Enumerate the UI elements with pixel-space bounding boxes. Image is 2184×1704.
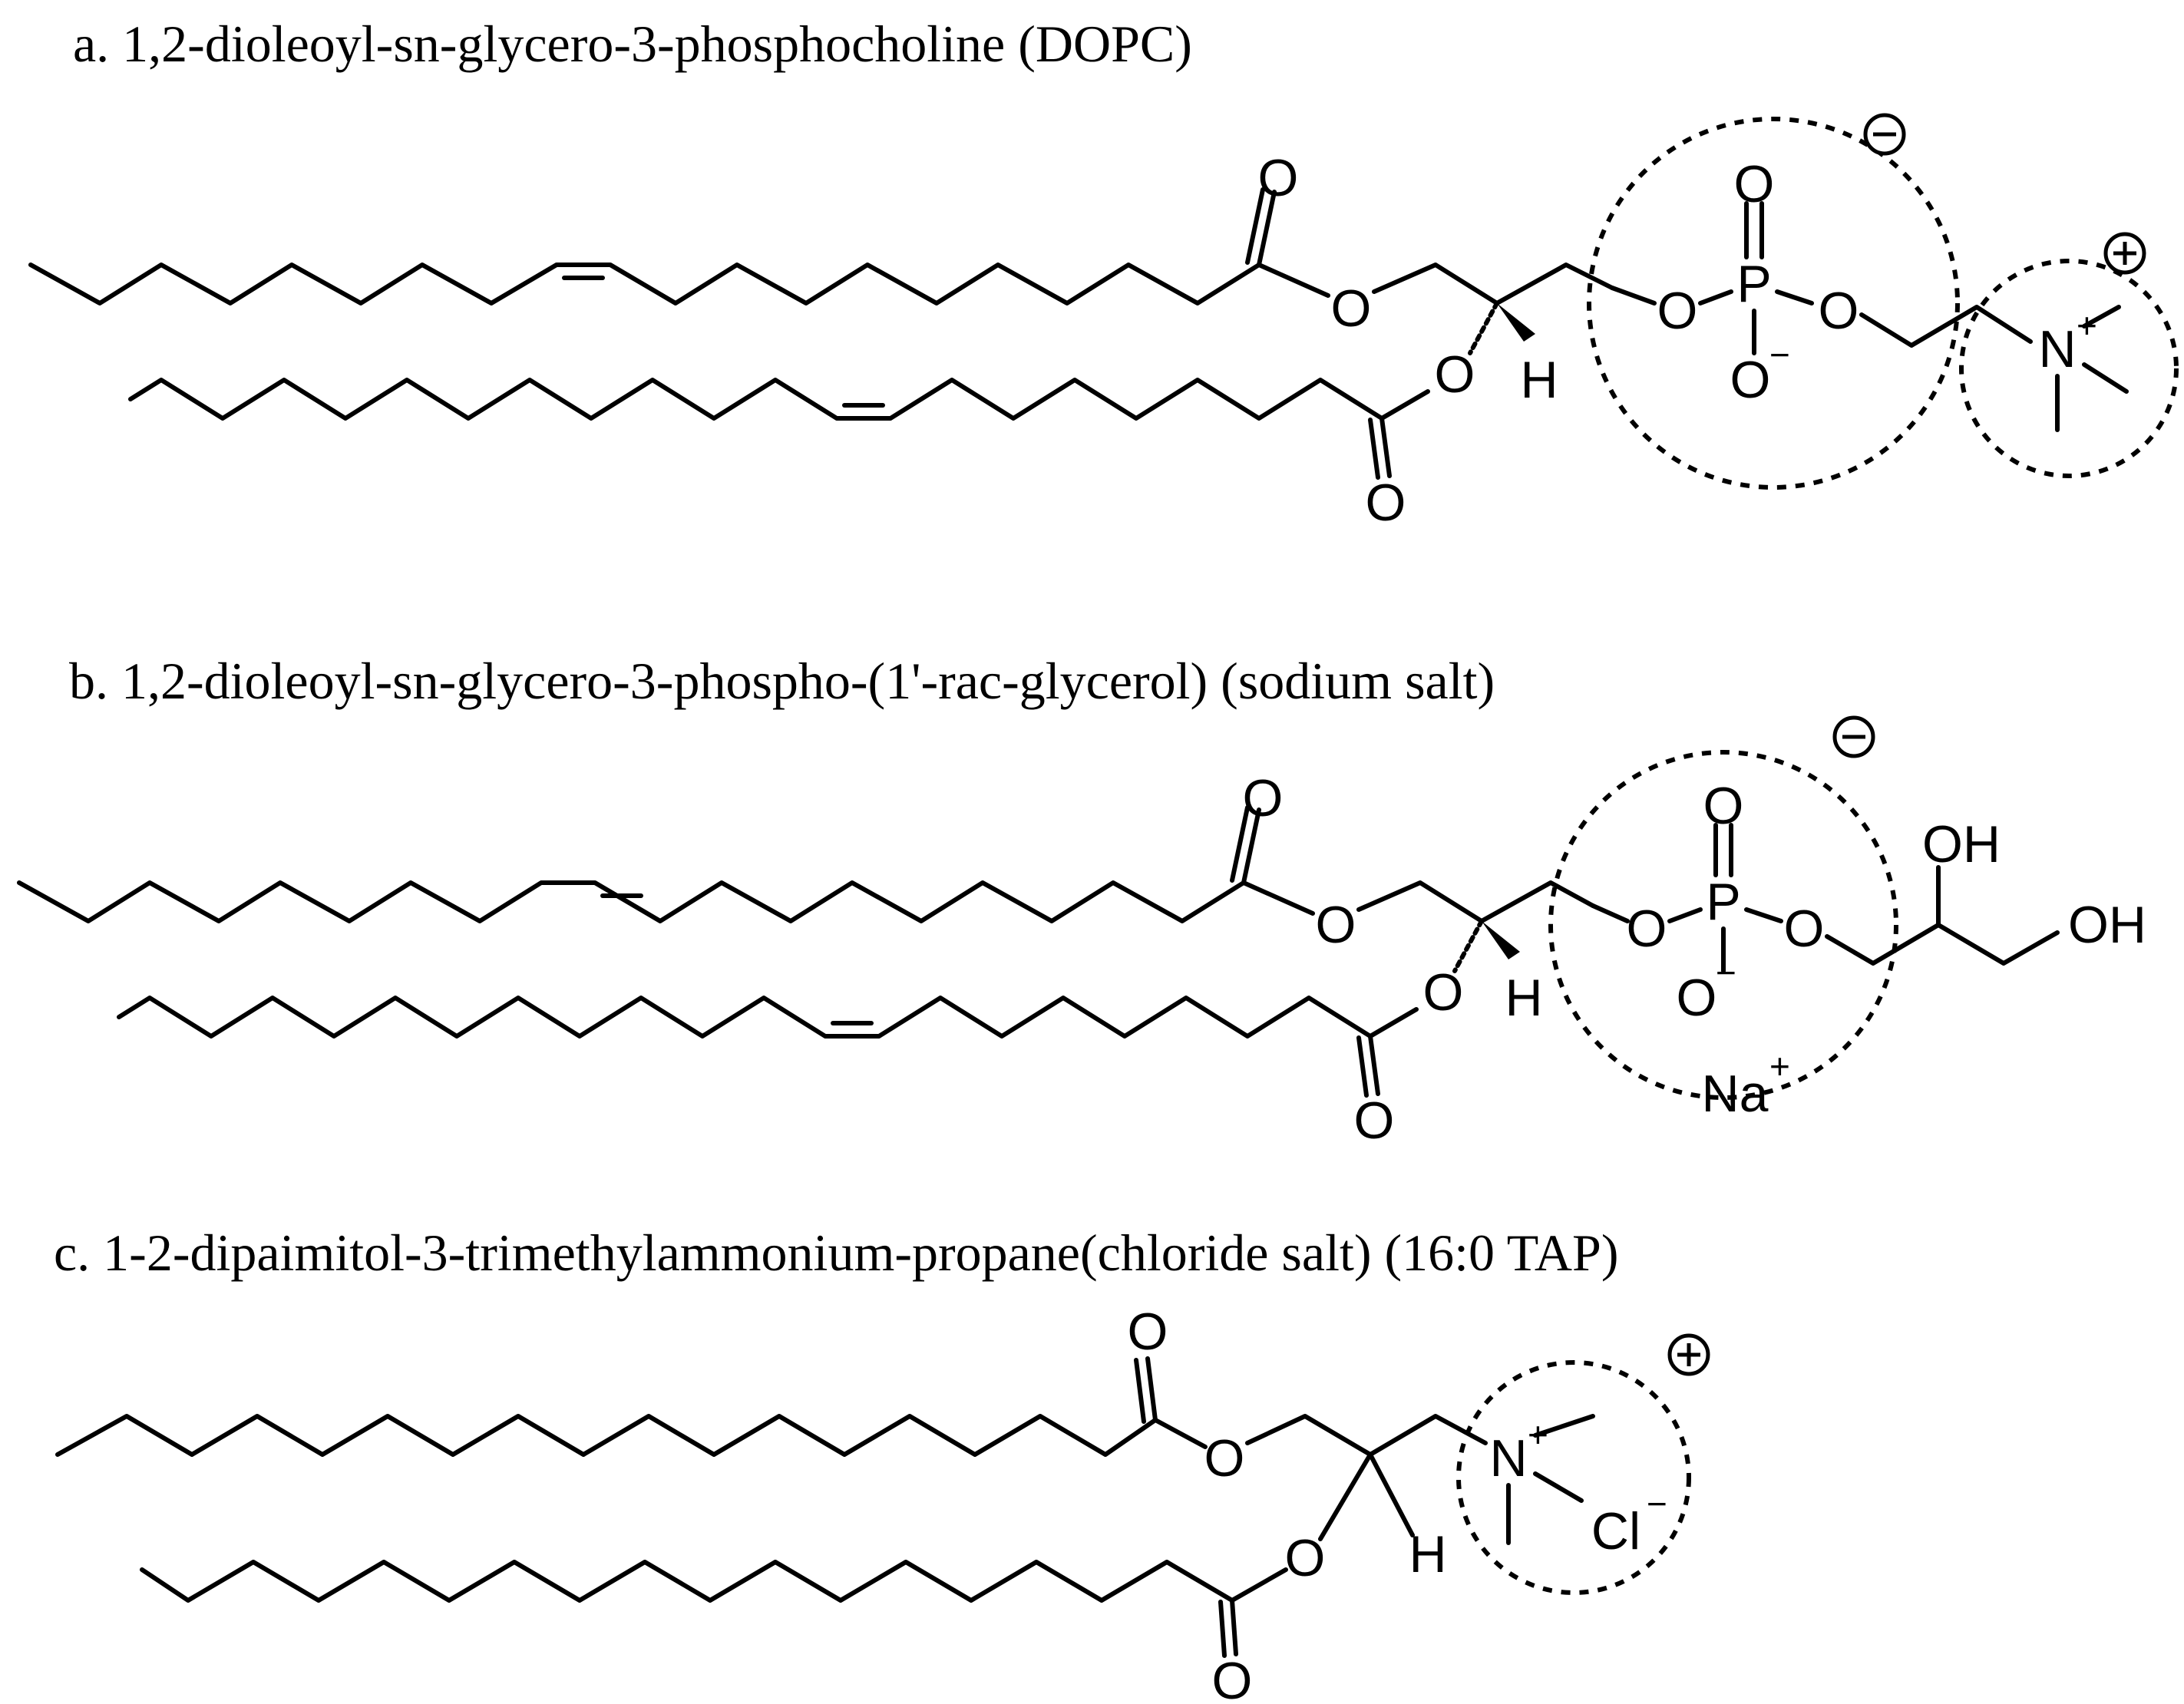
molecule-b-phosphate-o-minus: − (1716, 953, 1736, 992)
molecule-a-chain2 (128, 378, 1430, 421)
molecule-a-nitrogen: N (2038, 320, 2076, 378)
molecule-c-ester2-carbonyl-o: O (1212, 1652, 1253, 1704)
molecule-a-glycerol (1372, 263, 1614, 305)
molecule-b-oh2: OH (2068, 896, 2146, 954)
molecule-a-phosphate-o-minus: − (1769, 335, 1790, 375)
molecule-b-phosphate-o-top: O (1703, 777, 1744, 835)
molecule-a-phosphate-o-right: O (1819, 282, 1859, 340)
molecule-b-sodium: Na (1702, 1065, 1769, 1123)
molecule-a-phosphate-o-left: O (1657, 282, 1698, 340)
molecule-c-glycerol (1245, 1414, 1488, 1457)
molecule-b-phosphate-circle (1548, 750, 1898, 1100)
molecule-a-title: a. 1,2-dioleoyl-sn-glycero-3-phosphochol… (73, 15, 1192, 73)
molecule-a-chain1 (28, 263, 1261, 305)
molecule-b-ester2-o: O (1423, 963, 1464, 1022)
molecule-c-ester1-carbonyl-o: O (1128, 1303, 1168, 1361)
molecule-c-ester2-o: O (1285, 1529, 1326, 1587)
molecule-a-h: H (1520, 351, 1558, 409)
molecule-c-nitrogen: N (1489, 1429, 1527, 1488)
molecule-b-phosphate-o-right: O (1784, 900, 1825, 958)
molecule-b-h: H (1505, 969, 1542, 1027)
molecule-b-ester1-o: O (1316, 896, 1356, 954)
molecule-a-phosphate-o-top: O (1734, 155, 1775, 213)
molecule-b-chain1 (17, 880, 1246, 923)
molecule-a-choline-circle (1959, 259, 2179, 478)
molecule-c-h: H (1409, 1525, 1446, 1583)
molecule-a-ester2-carbonyl-o: O (1366, 474, 1406, 532)
molecule-b-wedge (1482, 921, 1520, 959)
molecule-a-phosphate-circle (1587, 117, 1960, 490)
molecule-c-ester1-o: O (1204, 1429, 1245, 1488)
molecule-b-minus-charge-icon (1832, 715, 1875, 758)
molecule-c-ammonium-circle (1456, 1360, 1691, 1595)
molecule-b-oh1: OH (1922, 815, 2001, 873)
molecule-c-chloride: Cl (1591, 1502, 1640, 1560)
molecule-b-phosphate-o-left: O (1627, 900, 1667, 958)
molecule-b-title: b. 1,2-dioleoyl-sn-glycero-3-phospho-(1'… (69, 652, 1495, 710)
molecule-b-chain2 (117, 996, 1419, 1039)
molecule-c-chloride-minus: − (1647, 1484, 1667, 1524)
molecule-a-plus-charge-icon (2103, 232, 2146, 275)
molecule-b-glycerol (1356, 880, 1595, 923)
molecule-a-wedge (1497, 303, 1535, 342)
molecule-a-dopc: a. 1,2-dioleoyl-sn-glycero-3-phosphochol… (28, 15, 2179, 532)
molecule-b-ester2-carbonyl-o: O (1354, 1091, 1395, 1150)
molecule-c-tap: c. 1-2-dipaimitol-3-trimethylammonium-pr… (54, 1224, 1710, 1704)
molecule-b-dopg: b. 1,2-dioleoyl-sn-glycero-3-phospho-(1'… (17, 652, 2146, 1150)
molecule-c-title: c. 1-2-dipaimitol-3-trimethylammonium-pr… (54, 1224, 1618, 1282)
molecule-b-glycerol-headgroup (1825, 923, 2060, 966)
molecule-c-chain1 (55, 1414, 1158, 1457)
molecule-c-chain2 (140, 1560, 1288, 1603)
molecule-c-plus-charge-icon (1667, 1333, 1710, 1376)
molecule-b-sodium-plus: + (1769, 1046, 1790, 1086)
molecule-a-ester2-o: O (1435, 345, 1475, 404)
molecule-a-phosphate-o-bottom: O (1730, 351, 1771, 409)
molecule-b-phosphate-o-bottom: O (1677, 969, 1717, 1027)
molecule-b-ester1-carbonyl-o: O (1243, 769, 1284, 827)
molecule-a-ester1-o: O (1331, 279, 1372, 338)
molecule-b-phosphorus: P (1706, 873, 1740, 931)
molecule-a-choline-linker (1859, 305, 2033, 348)
molecule-a-phosphorus: P (1736, 255, 1771, 313)
molecule-a-ester1-carbonyl-o: O (1258, 149, 1299, 207)
molecule-a-minus-charge-icon (1863, 113, 1906, 156)
molecule-a-ester1-co (1257, 190, 1277, 267)
